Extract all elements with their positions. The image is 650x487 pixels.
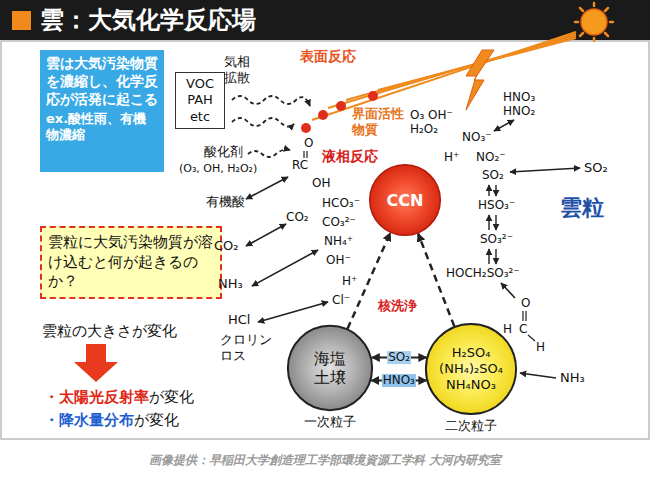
node-text: H₂SO₄ (NH₄)₂SO₄ NH₄NO₃ — [431, 345, 511, 394]
node-text: 雲は大気汚染物質を濃縮し、化学反応が活発に起こる — [46, 55, 158, 109]
ccn-circle: CCN — [369, 164, 441, 236]
note-box: 雲は大気汚染物質を濃縮し、化学反応が活発に起こるex.酸性雨、有機物濃縮 — [40, 50, 164, 172]
node-text: 雲粒に大気汚染物質が溶け込むと何が起きるのか？ — [48, 233, 214, 292]
node-heading: ex.酸性雨、有機物濃縮 — [46, 111, 158, 144]
diagram-label: O — [521, 296, 530, 310]
diagram-label: O₃ OH⁻ H₂O₂ — [410, 108, 456, 137]
diagram-label: 酸化剤 — [204, 144, 243, 160]
title-square — [12, 11, 31, 30]
connector-label: HNO₃ — [382, 374, 416, 388]
diagram-label: クロリンロス — [220, 332, 274, 363]
sun-rays — [312, 32, 576, 120]
effect-text: が変化 — [149, 388, 194, 407]
diagram-label: NH₃ — [218, 276, 243, 292]
secondary-particle: H₂SO₄ (NH₄)₂SO₄ NH₄NO₃二次粒子 — [425, 323, 517, 415]
diffusion-waves — [232, 96, 310, 157]
node-text: VOC PAH etc — [181, 76, 219, 125]
diagram-label: 有機酸 — [206, 194, 245, 210]
effect-text: が変化 — [134, 411, 179, 430]
diagram-label: NH₄⁺ — [324, 234, 353, 248]
diagram-label: 表面反応 — [300, 48, 356, 65]
diagram-label: O — [304, 136, 313, 150]
node-text: 雲粒 — [560, 193, 604, 223]
node-text: 海塩 土壌 — [310, 349, 350, 387]
diagram-label: CO₂ — [214, 238, 239, 254]
question-box: 雲粒に大気汚染物質が溶け込むと何が起きるのか？ — [40, 226, 222, 299]
node-heading: 一次粒子 — [287, 413, 373, 431]
diagram-label: OH — [312, 176, 330, 190]
diagram-label: HCl — [228, 312, 250, 328]
diagram-label: OH⁻ — [326, 253, 351, 267]
diagram-label: NH₃ — [560, 370, 585, 386]
lightning — [466, 50, 494, 110]
diagram-label: H — [503, 322, 512, 336]
diagram-label: CO₃²⁻ — [322, 215, 356, 229]
diagram-label: C — [519, 322, 527, 336]
connector-label: SO₂ — [387, 351, 411, 365]
diagram-label: HOCH₂SO₃²⁻ — [446, 266, 520, 280]
node-heading: 二次粒子 — [425, 417, 517, 435]
effect-text: ・太陽光反射率 — [44, 388, 149, 407]
equilibrium-arrows — [489, 185, 496, 264]
diagram-label: HCO₃⁻ — [322, 196, 360, 210]
exchange-arrows — [246, 120, 580, 378]
diagram-label: Cl⁻ — [332, 293, 350, 307]
diagram-label: NO₂⁻ — [476, 150, 506, 164]
diagram-label: 核洗浄 — [378, 298, 417, 314]
title-bar — [0, 0, 650, 40]
effect-text: ・降水量分布 — [44, 411, 134, 430]
node-text: CCN — [387, 191, 424, 210]
diagram-label: 雲粒の大きさが変化 — [42, 322, 177, 340]
diagram-label: HNO₃ HNO₂ — [503, 90, 545, 119]
effect-line: ・降水量分布が変化 — [44, 411, 179, 430]
diagram-label: SO₃²⁻ — [480, 232, 513, 246]
primary-particle: 海塩 土壌一次粒子 — [287, 325, 373, 411]
panel-frame — [1, 41, 649, 439]
diagram-label: SO₂ — [584, 160, 608, 176]
result-arrow — [74, 344, 118, 382]
title-text: 雲：大気化学反応場 — [40, 4, 256, 36]
effect-line: ・太陽光反射率が変化 — [44, 388, 194, 407]
diagram-label: H⁺ — [444, 150, 459, 164]
diagram-label: H⁺ — [342, 274, 357, 288]
diagram-label: 気相拡散 — [224, 54, 258, 85]
diagram-label: (O₃, OH, H₂O₂) — [178, 162, 258, 175]
sun — [575, 3, 613, 41]
chemical-bonds — [304, 151, 535, 341]
diagram-label: CO₂ — [286, 210, 309, 224]
diagram-label: SO₂ — [482, 168, 504, 182]
pollutant-box: VOC PAH etc — [175, 72, 225, 129]
diagram-label: HSO₃⁻ — [478, 198, 515, 212]
diagram-label: NO₃⁻ — [462, 130, 492, 144]
diagram-label: 界面活性物質 — [352, 106, 410, 137]
diagram-label: 液相反応 — [322, 148, 378, 165]
diagram-label: RC — [292, 158, 308, 172]
diagram-label: H — [536, 340, 545, 354]
image-credit: 画像提供：早稲田大学創造理工学部環境資源工学科 大河内研究室 — [0, 452, 650, 469]
